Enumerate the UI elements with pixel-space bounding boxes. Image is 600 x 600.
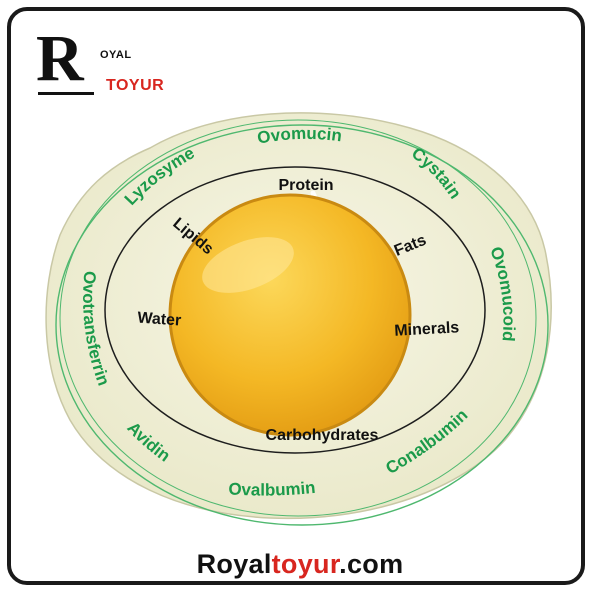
label-ovalbumin: Ovalbumin — [228, 478, 316, 500]
logo-letter: R — [36, 22, 84, 95]
label-protein: Protein — [278, 177, 333, 194]
royal-toyur-logo: R OYAL TOYUR — [36, 26, 176, 102]
outer-ring-2 — [59, 119, 537, 517]
yolk-highlight — [202, 237, 294, 293]
outer-ring — [55, 124, 549, 526]
logo-underline — [38, 92, 94, 95]
logo-bottom-word: TOYUR — [106, 77, 165, 94]
logo-top-word: OYAL — [100, 49, 132, 61]
url-part-com: .com — [339, 549, 404, 579]
website-url: Royaltoyur.com — [0, 549, 600, 580]
url-part-royal: Royal — [196, 549, 272, 579]
label-carbohydrates: Carbohydrates — [266, 427, 379, 444]
svg-text:Ovalbumin: Ovalbumin — [228, 478, 316, 500]
inner-ring — [104, 166, 486, 454]
svg-text:Ovomucin: Ovomucin — [256, 124, 343, 148]
yolk — [168, 193, 412, 437]
url-part-toyur: toyur — [271, 549, 340, 579]
label-ovomucin: Ovomucin — [256, 124, 343, 148]
label-minerals: Minerals — [394, 319, 460, 339]
label-water: Water — [137, 310, 182, 330]
